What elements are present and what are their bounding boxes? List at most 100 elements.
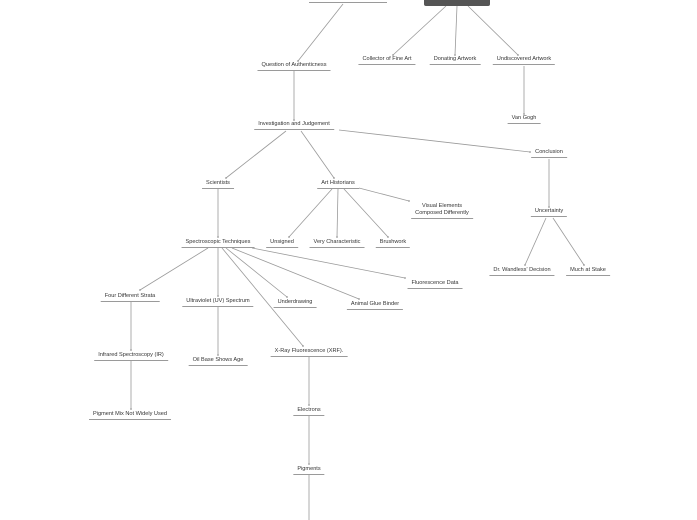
edge-uncertainty-to-stake (552, 217, 585, 266)
arrow-dot (548, 206, 550, 208)
node-label: Undiscovered Artwork (496, 56, 552, 62)
node-question-of-authenticness[interactable]: Question of Authenticness (257, 62, 331, 71)
arrow-dot (583, 264, 585, 266)
node-much-at-stake[interactable]: Much at Stake (566, 267, 610, 276)
arrow-dot (217, 236, 219, 238)
edge-investigation-to-historians (300, 130, 335, 179)
arrow-dot (517, 54, 519, 56)
node-label: Oil Base Shows Age (192, 357, 244, 363)
edge-stub-to-question (297, 3, 344, 62)
node-van-gogh[interactable]: Van Gogh (507, 115, 541, 124)
edge-spectroscopic-to-underdrawing (225, 247, 288, 298)
edge-investigation-to-conclusion (338, 129, 531, 153)
node-four-different-strata[interactable]: Four Different Strata (100, 293, 160, 302)
node-label: Spectroscopic Techniques (185, 239, 251, 245)
arrow-dot (408, 200, 410, 202)
node-ultraviolet-spectrum[interactable]: Ultraviolet (UV) Spectrum (182, 298, 254, 307)
node-dr-wandless-decision[interactable]: Dr. Wandless' Decision (489, 267, 555, 276)
node-electrons[interactable]: Electrons (293, 407, 325, 416)
node-visual-elements[interactable]: Visual Elements Composed Differently (411, 203, 473, 219)
edge-spectroscopic-to-xrf (221, 247, 304, 347)
edge-root-to-collector (392, 5, 447, 56)
node-label: Collector of Fine Art (362, 56, 412, 62)
node-spectroscopic-techniques[interactable]: Spectroscopic Techniques (181, 239, 255, 248)
node-label: X-Ray Fluorescence (XRF). (274, 348, 344, 354)
arrow-dot (308, 463, 310, 465)
arrow-dot (392, 54, 394, 56)
node-label: Dr. Wandless' Decision (493, 267, 551, 273)
arrow-dot (286, 296, 288, 298)
node-label-line-2: Composed Differently (415, 210, 469, 216)
node-label: Four Different Strata (104, 293, 156, 299)
node-donating-artwork[interactable]: Donating Artwork (429, 56, 481, 65)
node-uncertainty[interactable]: Uncertainty (530, 208, 568, 217)
arrow-dot (523, 113, 525, 115)
node-label: Brushwork (379, 239, 407, 245)
arrow-dot (130, 349, 132, 351)
node-label: Very Characteristic (313, 239, 361, 245)
node-xray-fluorescence[interactable]: X-Ray Fluorescence (XRF). (270, 348, 348, 357)
node-label: Unsigned (270, 239, 294, 245)
node-undiscovered-artwork[interactable]: Undiscovered Artwork (492, 56, 556, 65)
node-scientists[interactable]: Scientists (202, 180, 234, 189)
node-label: Art Historians (321, 180, 355, 186)
node-pigments[interactable]: Pigments (293, 466, 325, 475)
node-fluorescence-data[interactable]: Fluorescence Data (407, 280, 463, 289)
node-label: Animal Glue Binder (350, 301, 400, 307)
arrow-dot (524, 264, 526, 266)
node-brushwork[interactable]: Brushwork (375, 239, 411, 248)
node-label: Investigation and Judgement (258, 121, 330, 127)
node-investigation-and-judgement[interactable]: Investigation and Judgement (254, 121, 334, 130)
node-label: Pigment Mix Not Widely Used (93, 411, 167, 417)
node-unsigned[interactable]: Unsigned (266, 239, 298, 248)
root-topic-box[interactable] (424, 0, 490, 6)
arrow-dot (293, 119, 295, 121)
node-oil-base-shows-age[interactable]: Oil Base Shows Age (188, 357, 248, 366)
edge-root-to-donating (454, 5, 458, 56)
node-very-characteristic[interactable]: Very Characteristic (309, 239, 365, 248)
arrow-dot (217, 354, 219, 356)
arrow-dot (130, 408, 132, 410)
node-art-historians[interactable]: Art Historians (317, 180, 359, 189)
edge-root-to-undiscovered (467, 5, 519, 56)
node-conclusion[interactable]: Conclusion (531, 149, 567, 158)
arrow-dot (387, 236, 389, 238)
node-label-line-1: Visual Elements (421, 203, 462, 209)
arrow-dot (454, 54, 456, 56)
node-pigment-mix[interactable]: Pigment Mix Not Widely Used (89, 411, 171, 420)
node-label: Pigments (297, 466, 321, 472)
node-label: Fluorescence Data (411, 280, 459, 286)
node-label: Underdrawing (277, 299, 313, 305)
node-label: Scientists (206, 180, 230, 186)
edge-spectroscopic-to-glue (231, 247, 360, 300)
node-label: Infrared Spectroscopy (IR) (98, 352, 164, 358)
arrow-dot (297, 60, 299, 62)
arrow-dot (139, 289, 141, 291)
node-infrared-spectroscopy[interactable]: Infrared Spectroscopy (IR) (94, 352, 168, 361)
edge-historians-to-unsigned (288, 188, 333, 238)
node-animal-glue-binder[interactable]: Animal Glue Binder (346, 301, 404, 310)
edge-spectroscopic-to-fluorescence (251, 247, 406, 279)
node-label: Question of Authenticness (261, 62, 327, 68)
node-collector-of-fine-art[interactable]: Collector of Fine Art (358, 56, 416, 65)
arrow-dot (333, 177, 335, 179)
arrow-dot (358, 298, 360, 300)
arrow-dot (217, 295, 219, 297)
arrow-dot (225, 177, 227, 179)
edge-historians-to-brushwork (343, 188, 389, 238)
arrow-dot (308, 404, 310, 406)
edge-uncertainty-to-decision (524, 217, 547, 266)
parent-topic-stub[interactable] (309, 0, 387, 3)
arrow-dot (288, 236, 290, 238)
edge-historians-to-visual (358, 187, 410, 202)
node-label: Ultraviolet (UV) Spectrum (186, 298, 250, 304)
node-label: Donating Artwork (433, 56, 477, 62)
node-label: Uncertainty (534, 208, 564, 214)
node-label: Electrons (297, 407, 321, 413)
node-underdrawing[interactable]: Underdrawing (273, 299, 317, 308)
edge-historians-to-characteristic (336, 188, 339, 238)
edge-spectroscopic-to-strata (139, 247, 209, 291)
arrow-dot (302, 345, 304, 347)
